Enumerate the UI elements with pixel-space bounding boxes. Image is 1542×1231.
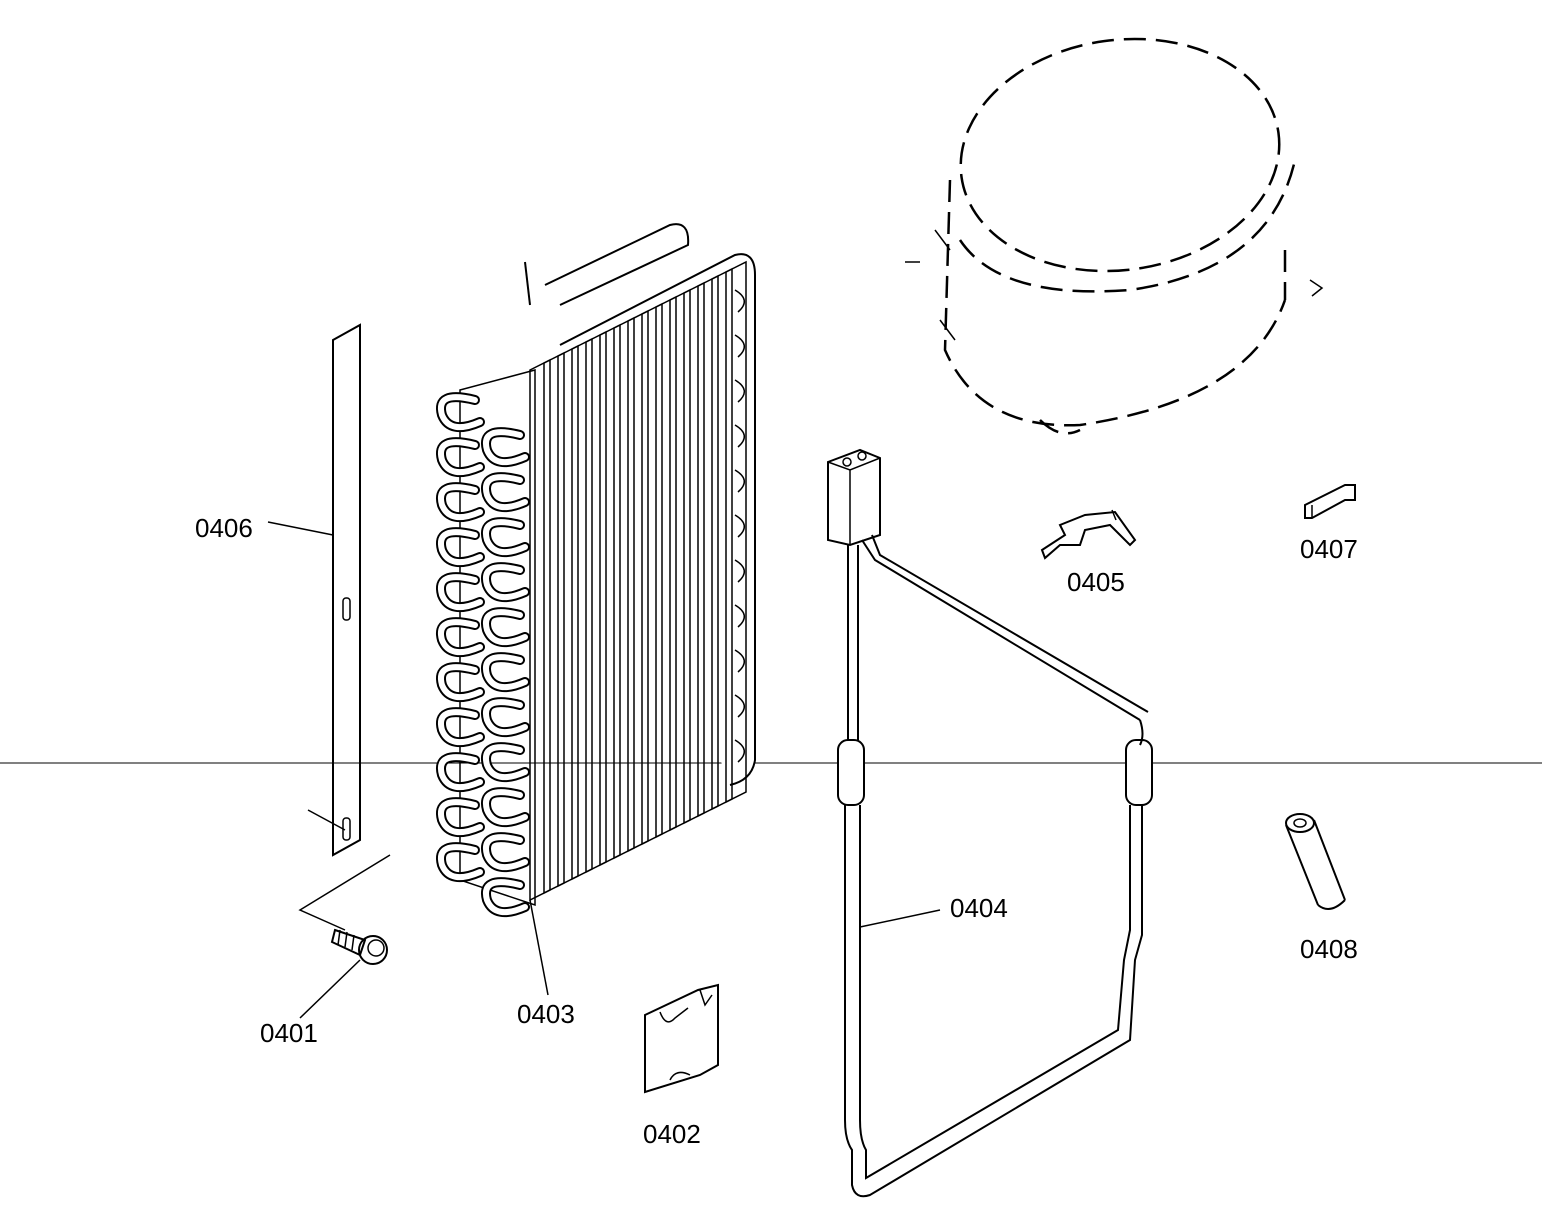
- coil-bend-fill: [437, 484, 483, 521]
- leader-0406: [267, 521, 334, 536]
- leader-0401: [299, 959, 361, 1019]
- coil-bend-fill: [482, 429, 528, 466]
- label-0406: 0406: [195, 513, 253, 543]
- coil-return-bend: [734, 649, 745, 673]
- evaporator-fin: [543, 351, 565, 895]
- coil-bend-fill: [437, 529, 483, 566]
- coil-bend-fill: [437, 439, 483, 476]
- label-0403: 0403: [517, 999, 575, 1029]
- clip-0407: [1304, 484, 1356, 519]
- label-0408: 0408: [1300, 934, 1358, 964]
- coil-return-bend: [734, 289, 745, 313]
- evaporator-fin: [529, 358, 551, 902]
- bracket-strip-0406: [267, 323, 391, 931]
- sleeve-0408: [1285, 813, 1346, 910]
- label-0402: 0402: [643, 1119, 701, 1149]
- coil-bend-fill: [482, 564, 528, 601]
- coil-return-bend: [734, 379, 745, 403]
- heater-harness-0404: [827, 448, 1153, 1198]
- coil-bend-fill: [437, 709, 483, 746]
- coil-bend-fill: [437, 799, 483, 836]
- label-0404: 0404: [950, 893, 1008, 923]
- leader-0404: [859, 909, 941, 928]
- coil-bend-fill: [482, 834, 528, 871]
- coil-return-bend: [734, 739, 745, 763]
- coil-bend-fill: [482, 474, 528, 511]
- evaporator-0403: [436, 223, 756, 996]
- clip-plate-0402: [644, 983, 719, 1094]
- evaporator-fin: [557, 344, 579, 888]
- coil-bend-fill: [482, 744, 528, 781]
- bracket-0405: [1040, 509, 1137, 560]
- coil-return-bend: [734, 559, 745, 583]
- label-0405: 0405: [1067, 567, 1125, 597]
- coil-bend-fill: [437, 619, 483, 656]
- coil-bend-fill: [437, 664, 483, 701]
- coil-bend-fill: [437, 754, 483, 791]
- evaporator-fins: [459, 260, 747, 907]
- coil-return-bend: [734, 694, 745, 718]
- coil-return-bend: [734, 604, 745, 628]
- evaporator-coil-bends: [436, 289, 745, 918]
- compressor-phantom-outline: [905, 37, 1324, 435]
- coil-bend-fill: [482, 879, 528, 916]
- screw-0401: [299, 928, 388, 1019]
- coil-bend-fill: [437, 394, 483, 431]
- coil-bend-fill: [437, 574, 483, 611]
- coil-bend-fill: [482, 699, 528, 736]
- leader-0403: [529, 899, 549, 996]
- coil-return-bend: [734, 514, 745, 538]
- coil-bend-fill: [437, 844, 483, 881]
- coil-bend-fill: [482, 654, 528, 691]
- coil-return-bend: [734, 469, 745, 493]
- coil-return-bend: [734, 424, 745, 448]
- coil-bend-fill: [482, 789, 528, 826]
- coil-return-bend: [734, 334, 745, 358]
- label-0407: 0407: [1300, 534, 1358, 564]
- label-0401: 0401: [260, 1018, 318, 1048]
- evaporator-fin: [725, 260, 747, 804]
- coil-bend-fill: [482, 519, 528, 556]
- coil-bend-fill: [482, 609, 528, 646]
